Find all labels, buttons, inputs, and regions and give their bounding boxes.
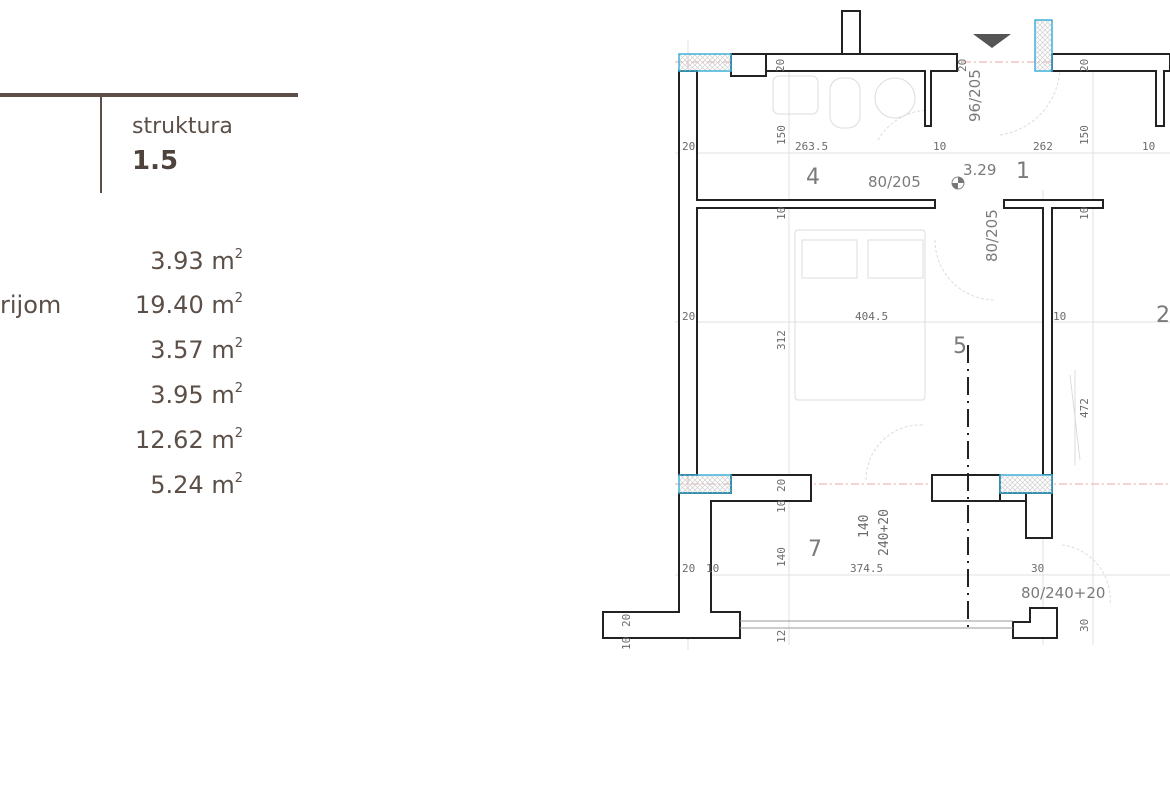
level-value: 3.29 bbox=[963, 161, 996, 179]
dimension-label: 30 bbox=[1078, 619, 1091, 632]
room-number: 7 bbox=[808, 537, 822, 562]
dimension-label: 150 bbox=[1078, 125, 1091, 145]
area-row: 5.24 m2 bbox=[0, 471, 243, 501]
area-row: 3.93 m2 bbox=[0, 247, 243, 277]
dimension-label: 140 bbox=[857, 515, 872, 538]
dimension-label: 10 bbox=[1078, 207, 1091, 220]
furniture bbox=[772, 64, 1111, 606]
dimension-label: 20 bbox=[620, 614, 633, 627]
unit-sup: 2 bbox=[234, 471, 243, 486]
dimension-label: 150 bbox=[775, 125, 788, 145]
dimension-label: 20 bbox=[1078, 59, 1091, 72]
insulation-blocks bbox=[678, 19, 1053, 494]
unit-sup: 2 bbox=[234, 381, 243, 396]
area-row: 3.57 m2 bbox=[0, 336, 243, 366]
dimension-label: 20 bbox=[774, 59, 787, 72]
door-label: 96/205 bbox=[966, 69, 984, 122]
level-marker-icon bbox=[951, 176, 965, 190]
dimension-label: 20 bbox=[682, 562, 695, 575]
dimension-label: 20 bbox=[682, 140, 695, 153]
dimension-grid bbox=[675, 40, 1170, 650]
area-value: 3.57 m bbox=[150, 336, 235, 364]
area-row: 3.95 m2 bbox=[0, 381, 243, 411]
vertical-divider bbox=[100, 95, 102, 193]
structure-label: struktura bbox=[132, 114, 233, 139]
area-value: 3.95 m bbox=[150, 381, 235, 409]
dimension-label: 10 bbox=[1142, 140, 1155, 153]
dimension-label: 20 bbox=[956, 59, 969, 72]
room-number: 1 bbox=[1016, 159, 1030, 184]
dimension-label: 10 bbox=[1053, 310, 1066, 323]
unit-sup: 2 bbox=[234, 426, 243, 441]
dimension-label: 20 bbox=[682, 310, 695, 323]
area-value: 3.93 m bbox=[150, 247, 235, 275]
door-label: 80/205 bbox=[868, 173, 921, 191]
dimension-label: 262 bbox=[1033, 140, 1053, 153]
dimension-label: 30 bbox=[1031, 562, 1044, 575]
dimension-label: 312 bbox=[775, 330, 788, 350]
unit-sup: 2 bbox=[234, 336, 243, 351]
area-value: 19.40 m bbox=[135, 291, 235, 319]
door-label: 80/240+20 bbox=[1021, 584, 1105, 602]
door-label: 80/205 bbox=[983, 209, 1001, 262]
dimension-label: 12 bbox=[775, 630, 788, 643]
dimension-label: 10 bbox=[620, 637, 633, 650]
area-label: rijom bbox=[0, 291, 62, 319]
area-value: 5.24 m bbox=[150, 471, 235, 499]
dimension-label: 140 bbox=[775, 547, 788, 567]
dimension-label: 20 bbox=[775, 479, 788, 492]
dimension-label: 10 bbox=[706, 562, 719, 575]
entrance-marker-icon bbox=[973, 34, 1011, 48]
unit-sup: 2 bbox=[234, 291, 243, 306]
dimension-label: 374.5 bbox=[850, 562, 883, 575]
dimension-label: 10 bbox=[775, 207, 788, 220]
dimension-label: 472 bbox=[1078, 398, 1091, 418]
header-divider bbox=[0, 93, 298, 97]
room-number: 2 bbox=[1156, 303, 1170, 328]
dimension-label: 404.5 bbox=[855, 310, 888, 323]
area-row: rijom 19.40 m2 bbox=[0, 291, 243, 321]
area-value: 12.62 m bbox=[135, 426, 235, 454]
room-number: 5 bbox=[953, 334, 967, 359]
dimension-label: 263.5 bbox=[795, 140, 828, 153]
dimension-labels: 20 20 20 150 263.5 10 262 150 10 20 10 1… bbox=[620, 59, 1155, 650]
dimension-label: 10 bbox=[933, 140, 946, 153]
walls bbox=[602, 10, 1170, 639]
unit-sup: 2 bbox=[234, 247, 243, 262]
room-number: 4 bbox=[806, 165, 820, 190]
dimension-label: 10 bbox=[775, 500, 788, 513]
area-row: 12.62 m2 bbox=[0, 426, 243, 456]
door-label: 240+20 bbox=[877, 509, 892, 556]
structure-value: 1.5 bbox=[132, 146, 179, 176]
